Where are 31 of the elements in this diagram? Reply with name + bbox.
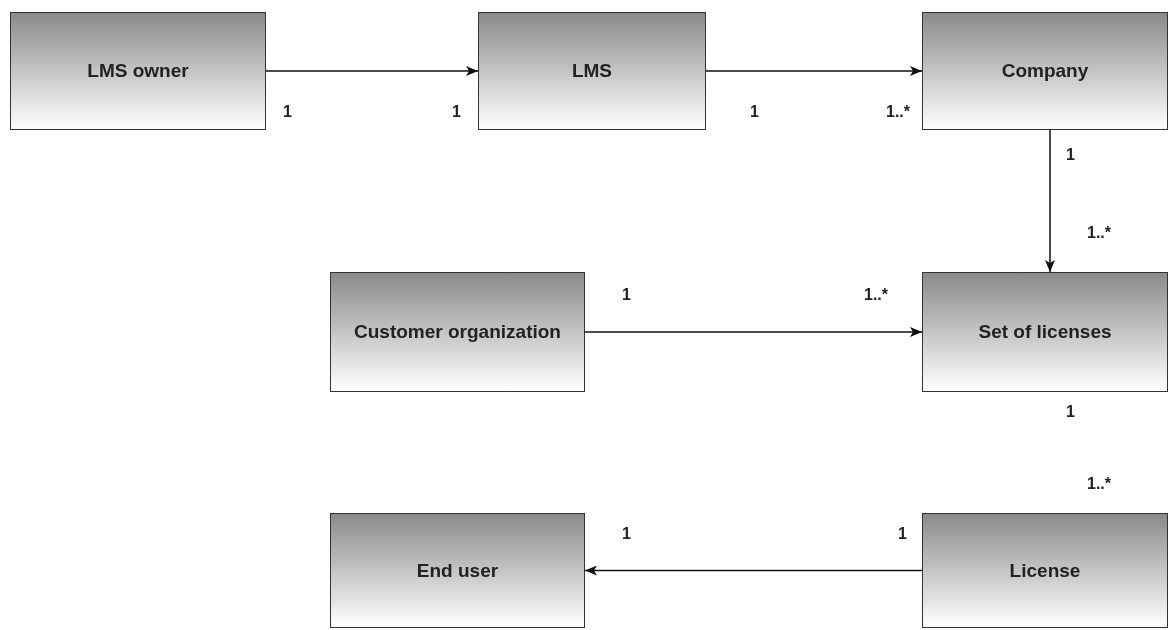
box-label: LMS owner (86, 59, 190, 83)
multiplicity-label: 1..* (1087, 475, 1111, 493)
multiplicity-label: 1 (622, 286, 631, 304)
entity-box (330, 272, 585, 392)
arrow (705, 66, 923, 76)
multiplicity-label: 1 (283, 103, 292, 121)
box-label: LMS (570, 59, 614, 83)
arrow (265, 66, 479, 76)
arrow (584, 565, 923, 576)
multiplicity-label: 1 (898, 525, 907, 543)
multiplicity-label: 1 (1066, 403, 1075, 421)
arrow (1045, 129, 1055, 273)
multiplicity-label: 1 (750, 103, 759, 121)
entity-box (922, 12, 1168, 130)
entity-box (922, 272, 1168, 392)
box-label: Set of licenses (977, 320, 1113, 344)
multiplicity-label: 1 (622, 525, 631, 543)
arrow (584, 327, 923, 337)
multiplicity-label: 1..* (886, 103, 910, 121)
box-label: License (1008, 558, 1082, 583)
multiplicity-label: 1 (1066, 146, 1075, 164)
box-label: Customer organization (353, 320, 562, 344)
box-label: End user (415, 558, 500, 583)
multiplicity-label: 1..* (864, 286, 888, 304)
multiplicity-label: 1 (452, 103, 461, 121)
multiplicity-label: 1..* (1087, 224, 1111, 242)
entity-box (922, 513, 1168, 628)
entity-box (478, 12, 706, 130)
entity-box (330, 513, 585, 628)
box-label: Company (1000, 59, 1090, 83)
entity-box (10, 12, 266, 130)
